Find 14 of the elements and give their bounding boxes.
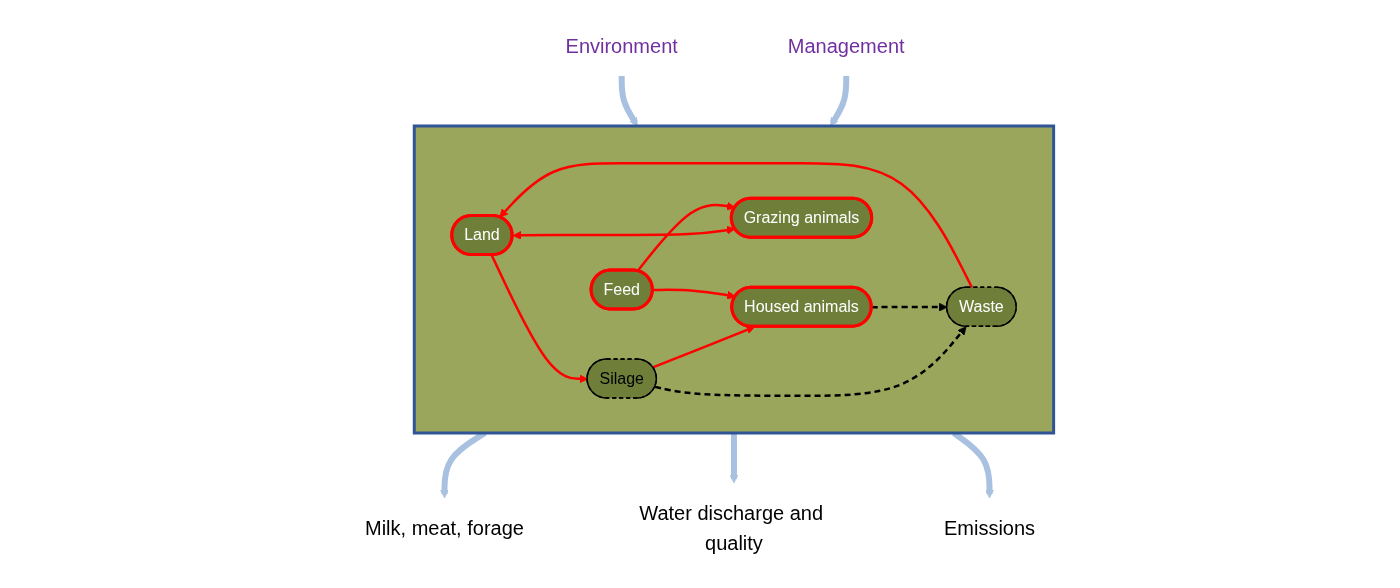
arrow	[830, 75, 850, 126]
cluster	[412, 124, 1056, 434]
arrow	[618, 75, 638, 126]
arrow	[512, 225, 736, 240]
node-text: Emissions	[943, 516, 1036, 539]
arrow	[499, 161, 974, 288]
arrow	[654, 325, 967, 397]
node-text: Management	[787, 34, 905, 57]
node-text: Milk, meat, forage	[364, 516, 524, 539]
arrow	[652, 325, 756, 369]
arrow	[729, 432, 739, 483]
node-text: Environment	[565, 34, 678, 57]
arrow	[652, 288, 736, 300]
node-text: Water discharge and quality	[639, 501, 824, 554]
